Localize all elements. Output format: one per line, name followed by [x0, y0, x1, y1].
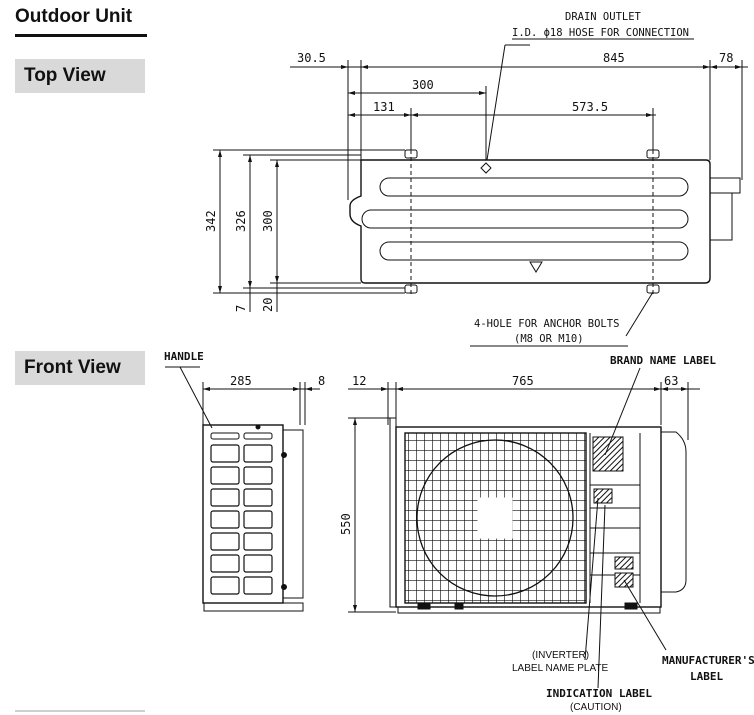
grille-slot	[210, 554, 240, 573]
dim-573-5: 573.5	[572, 100, 608, 114]
handle-label: HANDLE	[164, 350, 204, 363]
grille-slot	[210, 576, 240, 595]
page-title: Outdoor Unit	[15, 6, 133, 27]
dim-300-height: 300	[261, 210, 275, 232]
drain-hose-note: I.D. ϕ18 HOSE FOR CONNECTION	[512, 27, 689, 39]
dim-342: 342	[204, 210, 218, 232]
drain-outlet-note: DRAIN OUTLET	[565, 11, 642, 23]
bottom-divider	[15, 710, 145, 712]
dim-7: 7	[234, 305, 248, 312]
dim-285: 285	[230, 374, 252, 388]
dim-20: 20	[261, 298, 275, 312]
anchor-size-note: (M8 OR M10)	[514, 333, 584, 345]
title-underline	[15, 34, 147, 37]
grille-slot	[243, 532, 273, 551]
side-grille	[210, 444, 273, 595]
inverter-label: (INVERTER)	[532, 650, 589, 661]
dim-131: 131	[373, 100, 395, 114]
dim-8: 8	[318, 374, 325, 388]
grille-slot	[243, 510, 273, 529]
dim-765: 765	[512, 374, 534, 388]
grille-slot	[243, 444, 273, 463]
grille-slot	[243, 466, 273, 485]
dim-326: 326	[234, 210, 248, 232]
manufacturers-label: MANUFACTURER'S	[662, 654, 754, 667]
grille-slot	[210, 532, 240, 551]
grille-slot	[210, 488, 240, 507]
indication-label: INDICATION LABEL	[546, 687, 652, 700]
section-top-view: Top View	[15, 59, 145, 93]
grille-slot	[243, 576, 273, 595]
grille-slot	[210, 466, 240, 485]
grille-slot	[243, 488, 273, 507]
manufacturers-label-line2: LABEL	[690, 670, 723, 683]
label-name-plate: LABEL NAME PLATE	[512, 663, 608, 674]
brand-name-label: BRAND NAME LABEL	[610, 354, 716, 367]
side-view-drawing	[165, 366, 320, 612]
dim-845: 845	[603, 51, 625, 65]
dim-550: 550	[339, 513, 353, 535]
top-view-drawing	[213, 44, 748, 337]
dim-300-width: 300	[412, 78, 434, 92]
anchor-bolts-note: 4-HOLE FOR ANCHOR BOLTS	[474, 318, 619, 330]
section-front-view: Front View	[15, 351, 145, 385]
front-view-drawing	[348, 367, 700, 689]
dim-63: 63	[664, 374, 678, 388]
caution-label: (CAUTION)	[570, 702, 622, 713]
dim-78: 78	[719, 51, 733, 65]
dim-12: 12	[352, 374, 366, 388]
grille-slot	[210, 444, 240, 463]
grille-slot	[210, 510, 240, 529]
grille-slot	[243, 554, 273, 573]
dim-30-5: 30.5	[297, 51, 326, 65]
